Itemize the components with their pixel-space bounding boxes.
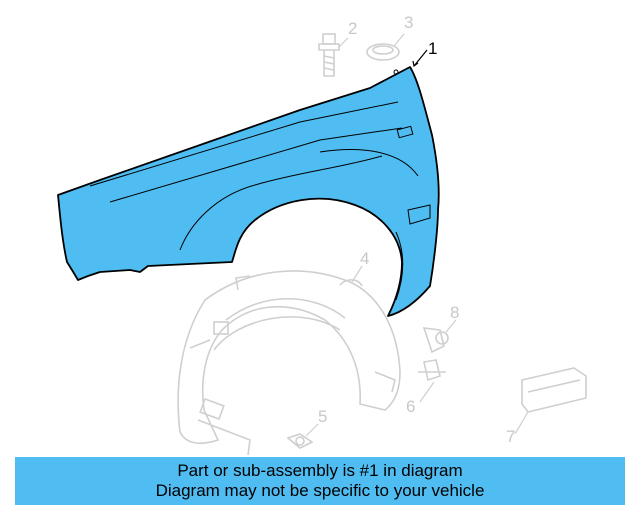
bolt-part xyxy=(318,33,340,77)
leader-lines xyxy=(305,33,529,437)
callout-3: 3 xyxy=(404,13,413,32)
info-banner: Part or sub-assembly is #1 in diagram Di… xyxy=(15,457,625,505)
callout-7: 7 xyxy=(506,427,515,446)
fender-part[interactable] xyxy=(57,66,440,317)
banner-line-1: Part or sub-assembly is #1 in diagram xyxy=(177,461,463,480)
fender-liner-part xyxy=(177,270,401,456)
clip-part-6 xyxy=(418,359,446,382)
fastener-part-5 xyxy=(286,433,314,449)
callout-6: 6 xyxy=(406,397,415,416)
banner-line-2: Diagram may not be specific to your vehi… xyxy=(155,481,485,500)
callout-5: 5 xyxy=(318,407,327,426)
callout-1: 1 xyxy=(428,39,437,58)
callout-4: 4 xyxy=(360,249,369,268)
grommet-part xyxy=(366,43,400,61)
callout-8: 8 xyxy=(450,303,459,322)
clip-part-8 xyxy=(422,327,449,354)
callout-2: 2 xyxy=(348,19,357,38)
bracket-part-7 xyxy=(521,367,587,413)
